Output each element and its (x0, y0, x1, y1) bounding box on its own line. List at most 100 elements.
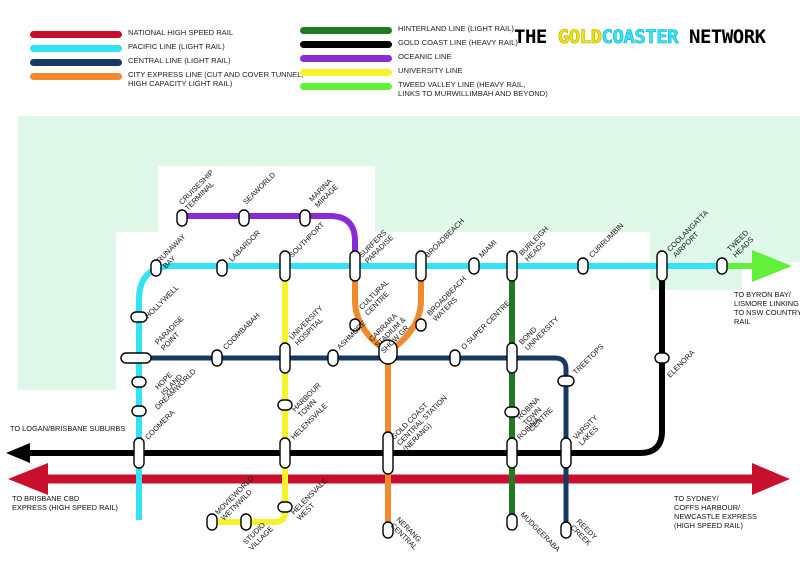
station-marker (415, 318, 427, 332)
central-line (122, 355, 569, 530)
station-marker (327, 349, 339, 367)
gold-coast-arrow-west (6, 443, 30, 463)
station-label: CULTURALCENTRE (357, 278, 397, 318)
station-label: BROADBEACHWATERS (425, 274, 474, 323)
station-label: UNIVERSITYHOSPITAL (287, 304, 331, 348)
land-area-fill (18, 116, 800, 390)
station-label: REEDYCREEK (569, 517, 599, 547)
legend-swatch (30, 73, 122, 80)
legend-label: TWEED VALLEY LINE (HEAVY RAIL, LINKS TO … (398, 80, 548, 98)
station-label: NERANGCENTRAL (389, 515, 426, 552)
legend-swatch (300, 41, 392, 48)
pacific-line (136, 263, 720, 520)
legend-item: OCEANIC LINE (300, 52, 452, 62)
station-marker (468, 257, 480, 275)
station-label: VARSITYLAKES (571, 413, 605, 447)
station-markers (120, 209, 728, 539)
legend-item: HINTERLAND LINE (LIGHT RAIL) (300, 24, 514, 34)
high-speed-arrow-west (8, 463, 48, 495)
legend-label: UNIVERSITY LINE (398, 66, 463, 75)
station-marker (382, 521, 394, 539)
legend-swatch (30, 59, 122, 66)
station-marker (557, 375, 575, 387)
station-marker (279, 342, 291, 374)
station-marker (656, 250, 668, 282)
station-label: PARADISEPOINT (153, 314, 191, 352)
station-label: CRUISESHIPTERMINAL (177, 168, 221, 212)
station-marker (577, 257, 589, 275)
station-marker (216, 259, 228, 277)
station-label: LABARDOR (227, 228, 262, 263)
station-marker (277, 399, 293, 411)
station-marker (130, 311, 148, 323)
station-marker (120, 352, 152, 364)
legend-swatch (300, 83, 392, 90)
legend-item: UNIVERSITY LINE (300, 66, 462, 76)
station-marker (206, 513, 218, 531)
station-marker (506, 342, 518, 374)
station-marker (131, 376, 147, 388)
station-marker (279, 250, 291, 282)
legend-label: CENTRAL LINE (LIGHT RAIL) (128, 56, 231, 65)
station-label: BONDUNIVERSITY (517, 309, 561, 353)
legend-item: CENTRAL LINE (LIGHT RAIL) (30, 56, 231, 66)
high-speed-arrow-east (752, 463, 790, 495)
station-marker (279, 437, 291, 469)
oceanic-line (182, 213, 358, 266)
legend-label: NATIONAL HIGH SPEED RAIL (128, 28, 234, 37)
legend-item: GOLD COAST LINE (HEAVY RAIL) (300, 38, 518, 48)
station-marker (415, 250, 427, 282)
legend-item: CITY EXPRESS LINE (CUT AND COVER TUNNEL,… (30, 70, 304, 88)
station-marker (238, 209, 250, 227)
legend-swatch (30, 45, 122, 52)
station-marker (131, 405, 147, 417)
station-label: MUDGEERABA (519, 510, 563, 554)
station-marker (240, 513, 252, 531)
station-label: MIAMI (477, 238, 498, 259)
station-marker (349, 250, 361, 282)
legend-swatch (300, 69, 392, 76)
station-label: SEAWORLD (241, 170, 277, 206)
station-marker (449, 349, 461, 367)
station-marker (716, 257, 728, 275)
station-marker (382, 431, 394, 475)
station-marker (277, 501, 293, 513)
legend-item: TWEED VALLEY LINE (HEAVY RAIL, LINKS TO … (300, 80, 548, 98)
legend-item: PACIFIC LINE (LIGHT RAIL) (30, 42, 225, 52)
station-label: COOMBABAH (221, 311, 261, 351)
station-marker (299, 209, 311, 227)
station-marker (378, 339, 398, 365)
station-label: O SUPER CENTRE (459, 299, 512, 352)
station-label: CARRARASTADIUM &SHOW GR. (367, 309, 413, 355)
station-label: HOLLYWELL (143, 283, 180, 320)
station-marker (506, 250, 518, 282)
legend-label: GOLD COAST LINE (HEAVY RAIL) (398, 38, 518, 47)
station-marker (211, 349, 223, 367)
station-label: TREETOPS (571, 342, 605, 376)
station-label: SURFERSPARADISE (357, 227, 395, 265)
station-label: ELENORA (665, 348, 696, 379)
tweed-valley-arrow (752, 250, 792, 282)
station-label: COOMERA (143, 408, 176, 441)
gold-coast-line (30, 262, 665, 456)
station-label: MARINAMIRAGE (307, 176, 340, 209)
legend-label: HINTERLAND LINE (LIGHT RAIL) (398, 24, 514, 33)
station-marker (349, 318, 361, 332)
station-marker (133, 437, 145, 469)
map-annotation: TO LOGAN/BRISBANE SUBURBS (10, 424, 125, 433)
network-title: THE GOLDCOASTER NETWORK (514, 26, 766, 49)
station-marker (506, 437, 518, 469)
legend-swatch (300, 27, 392, 34)
station-marker (176, 209, 188, 227)
legend: NATIONAL HIGH SPEED RAIL PACIFIC LINE (LI… (0, 0, 800, 110)
station-marker (654, 352, 670, 364)
legend-label: CITY EXPRESS LINE (CUT AND COVER TUNNEL,… (128, 70, 304, 88)
legend-swatch (30, 31, 122, 38)
legend-item: NATIONAL HIGH SPEED RAIL (30, 28, 233, 38)
station-marker (506, 513, 518, 531)
station-marker (560, 437, 572, 469)
